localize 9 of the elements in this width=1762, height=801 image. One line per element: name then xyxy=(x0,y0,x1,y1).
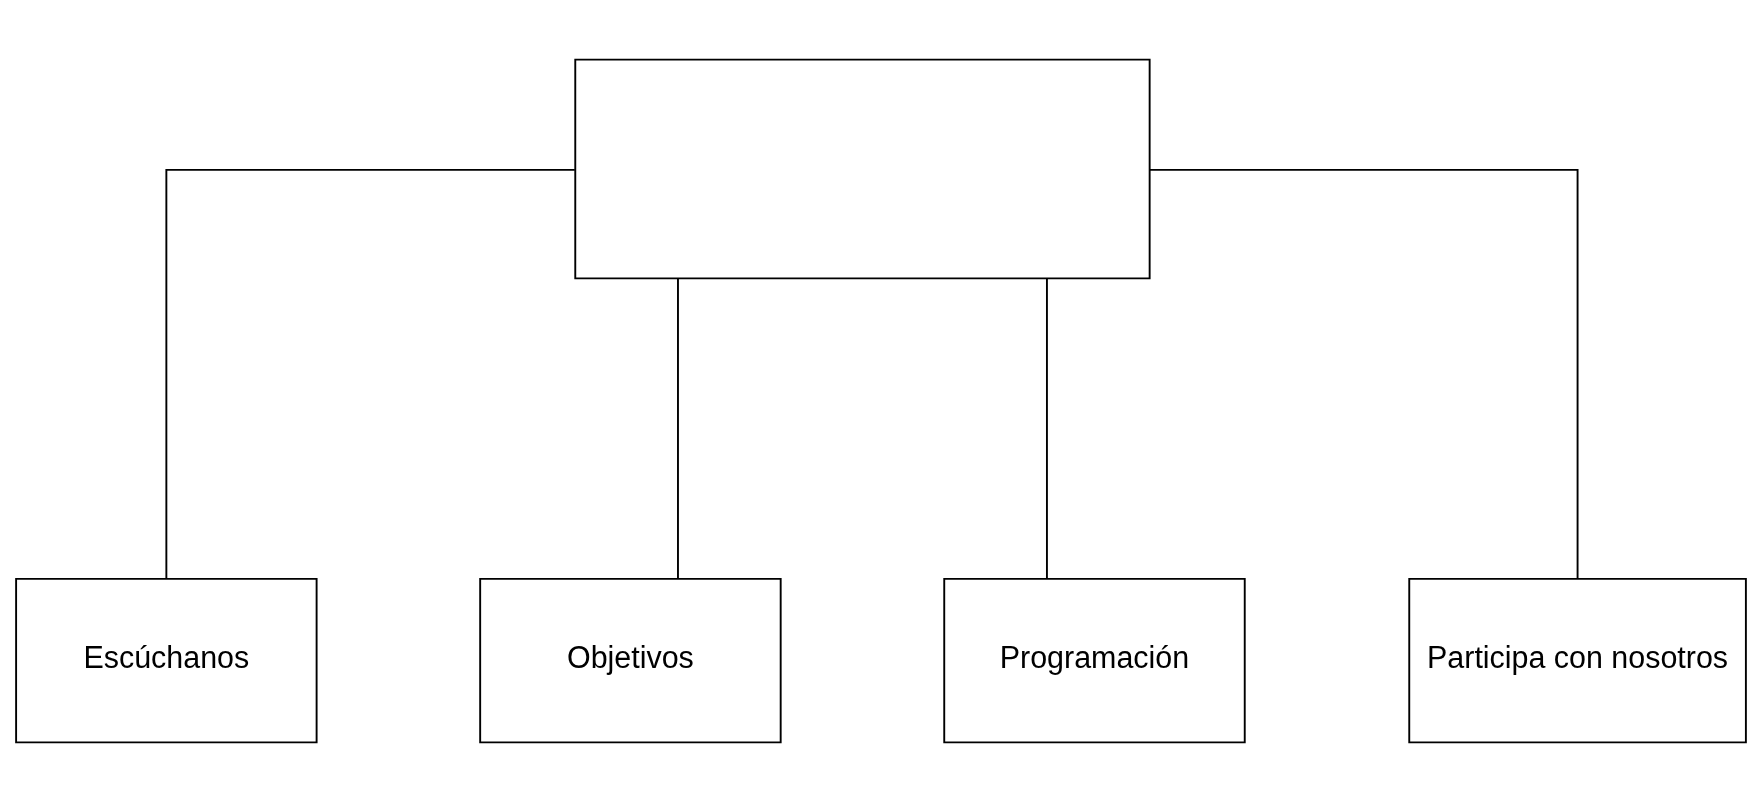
node-box: Programación xyxy=(943,577,1246,743)
connector xyxy=(1046,277,1048,580)
connector xyxy=(165,168,576,579)
node-box: Escúchanos xyxy=(15,577,318,743)
node-box: Participa con nosotros xyxy=(1408,577,1747,743)
node-box: Objetivos xyxy=(479,577,782,743)
node-box xyxy=(574,58,1151,279)
connector xyxy=(677,277,679,580)
connector xyxy=(1148,168,1579,579)
